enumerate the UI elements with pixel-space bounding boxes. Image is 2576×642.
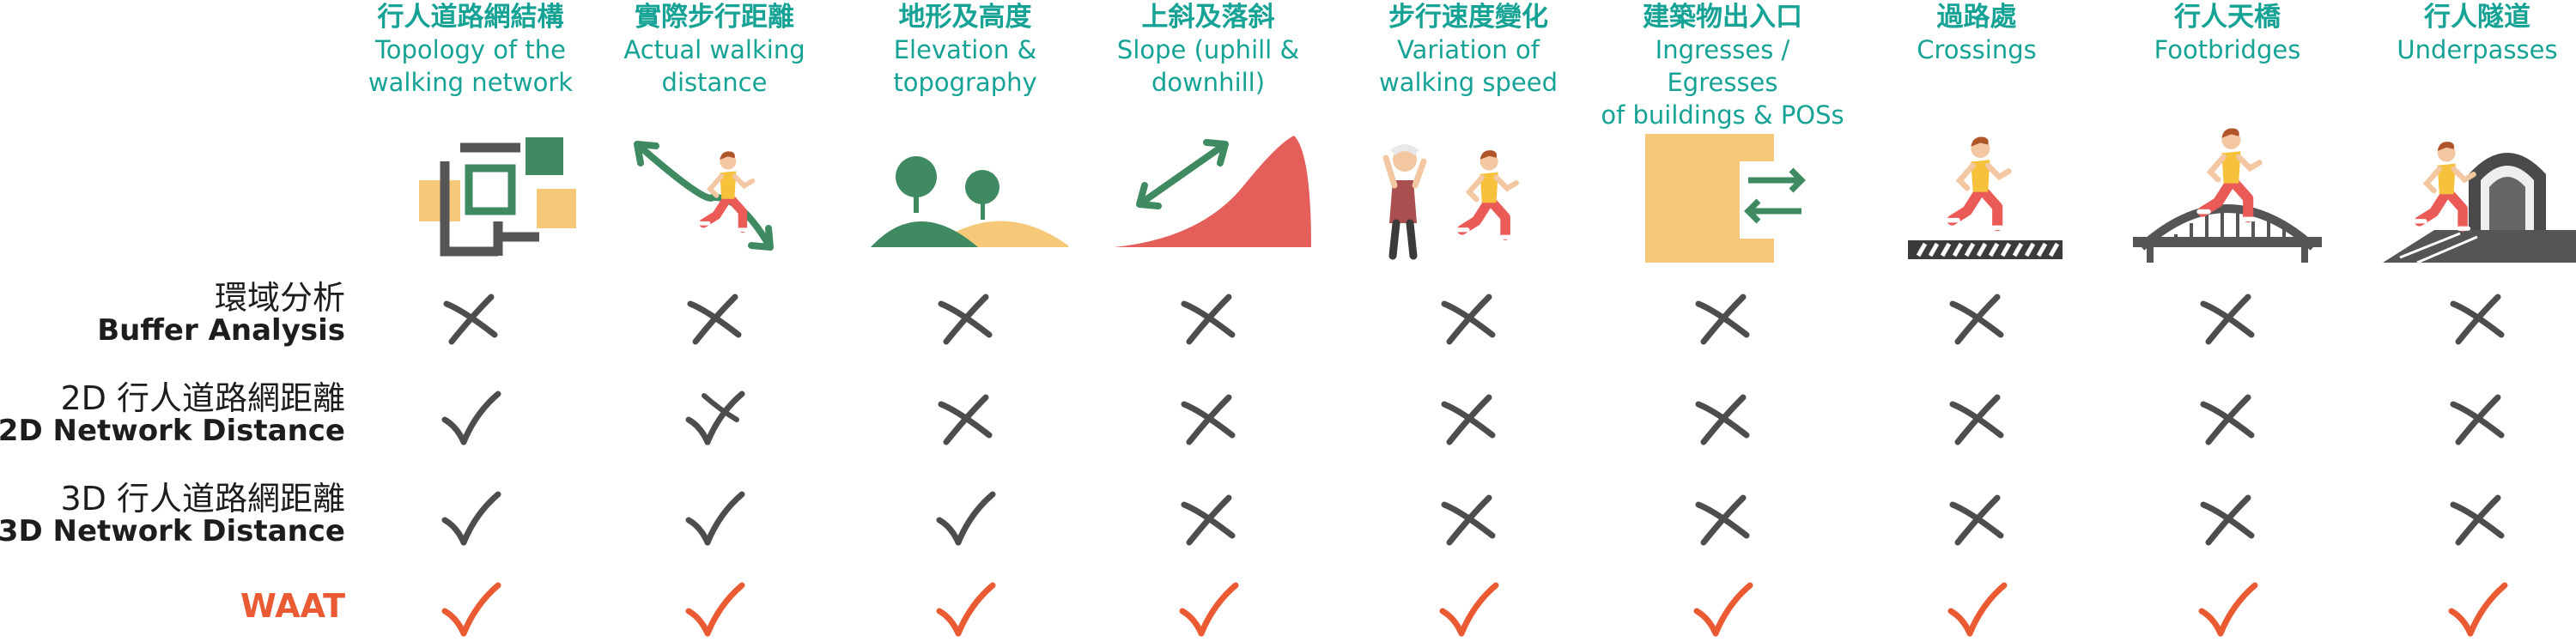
row-title-zh: 環域分析	[214, 279, 345, 317]
cross-icon	[2445, 486, 2510, 551]
column-title-en: Elevation &	[893, 35, 1037, 65]
cross-icon	[1436, 486, 1501, 551]
cross-icon	[1176, 486, 1241, 551]
column-title-zh: 行人隧道	[2424, 2, 2530, 33]
cross-icon	[1944, 285, 2009, 350]
check-icon	[1690, 577, 1755, 642]
column-title-en: Ingresses / Egresses	[1655, 35, 1790, 97]
slope-icon	[1097, 127, 1320, 264]
column-title-en: downhill)	[1151, 67, 1266, 97]
cross-icon	[1176, 285, 1241, 350]
cross-icon	[1690, 285, 1755, 350]
column-title-en: walking speed	[1378, 67, 1558, 97]
row-title-en: Buffer Analysis	[97, 312, 345, 348]
walking-distance-icon	[603, 127, 826, 264]
column-title-en: Topology of the	[374, 35, 567, 65]
column-title-en: walking network	[368, 67, 574, 97]
check-icon	[438, 486, 503, 551]
check-icon	[1944, 577, 2009, 642]
elevation-hills-icon	[854, 127, 1077, 264]
cross-icon	[1690, 486, 1755, 551]
building-entrance-icon	[1611, 127, 1834, 264]
check-icon	[682, 486, 747, 551]
column-title-zh: 建築物出入口	[1643, 2, 1802, 33]
cross-icon	[2195, 285, 2260, 350]
footbridge-icon	[2116, 127, 2339, 264]
cross-icon	[1690, 385, 1755, 451]
cross-icon	[933, 285, 998, 350]
cross-icon	[1176, 385, 1241, 451]
walking-speed-icon	[1357, 127, 1580, 264]
column-title-en: of buildings & POSs	[1601, 100, 1844, 130]
column-title-en: Footbridges	[2154, 35, 2301, 65]
column-title-zh: 上斜及落斜	[1141, 2, 1275, 33]
cross-icon	[1944, 385, 2009, 451]
cross-icon	[933, 385, 998, 451]
cross-icon	[438, 285, 503, 350]
crossing-icon	[1865, 127, 2088, 264]
column-title-en: Variation of	[1397, 35, 1540, 65]
row-title-en: 3D Network Distance	[0, 513, 345, 548]
cross-icon	[682, 285, 747, 350]
cross-icon	[2195, 385, 2260, 451]
check-icon	[1176, 577, 1241, 642]
column-title-en: topography	[893, 67, 1037, 97]
check-icon	[2445, 577, 2510, 642]
cross-icon	[1436, 285, 1501, 350]
check-icon	[438, 385, 503, 451]
check-icon	[933, 577, 998, 642]
column-title-zh: 地形及高度	[898, 2, 1032, 33]
row-title-zh: 2D 行人道路網距離	[60, 379, 345, 417]
column-title-zh: 行人天橋	[2174, 2, 2281, 33]
check-icon	[1436, 577, 1501, 642]
cross-icon	[2445, 385, 2510, 451]
column-title-zh: 實際步行距離	[635, 2, 794, 33]
column-title-en: Crossings	[1917, 35, 2037, 65]
network-topology-icon	[359, 127, 582, 264]
column-title-en: Actual walking	[623, 35, 805, 65]
check-icon	[933, 486, 998, 551]
check-icon	[2195, 577, 2260, 642]
row-title-en: 2D Network Distance	[0, 413, 345, 448]
column-title-zh: 步行速度變化	[1388, 2, 1548, 33]
cross-icon	[2445, 285, 2510, 350]
check-icon	[682, 577, 747, 642]
cross-icon	[2195, 486, 2260, 551]
cross-icon	[1436, 385, 1501, 451]
row-title-zh: 3D 行人道路網距離	[60, 480, 345, 518]
column-title-en: distance	[661, 67, 768, 97]
column-title-en: Slope (uphill &	[1116, 35, 1300, 65]
column-title-zh: 行人道路網結構	[377, 2, 564, 33]
underpass-icon	[2366, 127, 2576, 264]
check-icon	[438, 577, 503, 642]
row-label: WAAT	[0, 587, 345, 625]
column-title-zh: 過路處	[1936, 2, 2017, 33]
column-title-en: Underpasses	[2397, 35, 2558, 65]
check-cross-icon	[682, 385, 747, 451]
row-title-en: WAAT	[240, 587, 345, 625]
cross-icon	[1944, 486, 2009, 551]
